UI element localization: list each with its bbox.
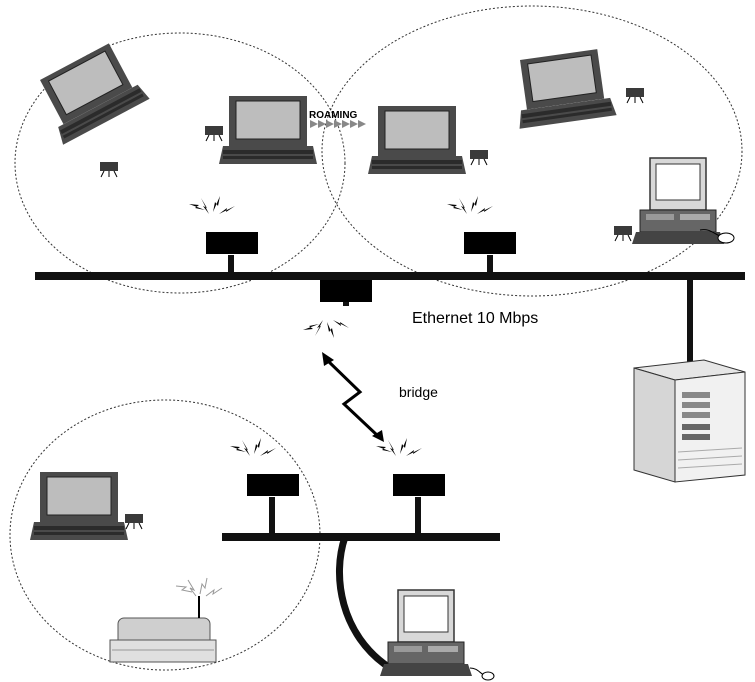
laptop-icon [509,47,618,130]
printer-icon [109,617,217,663]
wireless-adapter-icon [124,513,144,530]
access-point-icon [230,438,299,496]
access-point-icon [303,280,372,338]
laptop-icon [367,105,467,175]
desktop-computer-icon [379,589,473,677]
mouse-icon [481,671,495,681]
radio-link-arrow-up [322,352,334,366]
laptop-icon [29,471,129,541]
radio-link-arrow-down [372,430,384,442]
desktop-bottom-cable [336,535,392,671]
radio-link-icon [325,358,380,438]
wireless-adapter-icon [625,87,645,104]
access-point-icon [175,577,223,618]
laptop-icon [218,95,318,165]
mouse-icon [717,232,735,244]
access-point-icon [376,438,445,496]
cell-left [14,32,346,294]
access-point-icon [447,196,516,254]
access-point-icon [189,196,258,254]
wireless-adapter-icon [99,161,119,178]
roaming-arrows [310,120,366,128]
laptop-icon [30,38,151,146]
wireless-adapter-icon [204,125,224,142]
ethernet-label: Ethernet 10 Mbps [412,310,538,327]
cell-right [321,5,743,297]
wireless-adapter-icon [613,225,633,242]
roaming-label: ROAMING [309,110,358,121]
server-tower-icon [633,359,746,483]
wireless-adapter-icon [469,149,489,166]
bridge-label: bridge [399,384,438,400]
